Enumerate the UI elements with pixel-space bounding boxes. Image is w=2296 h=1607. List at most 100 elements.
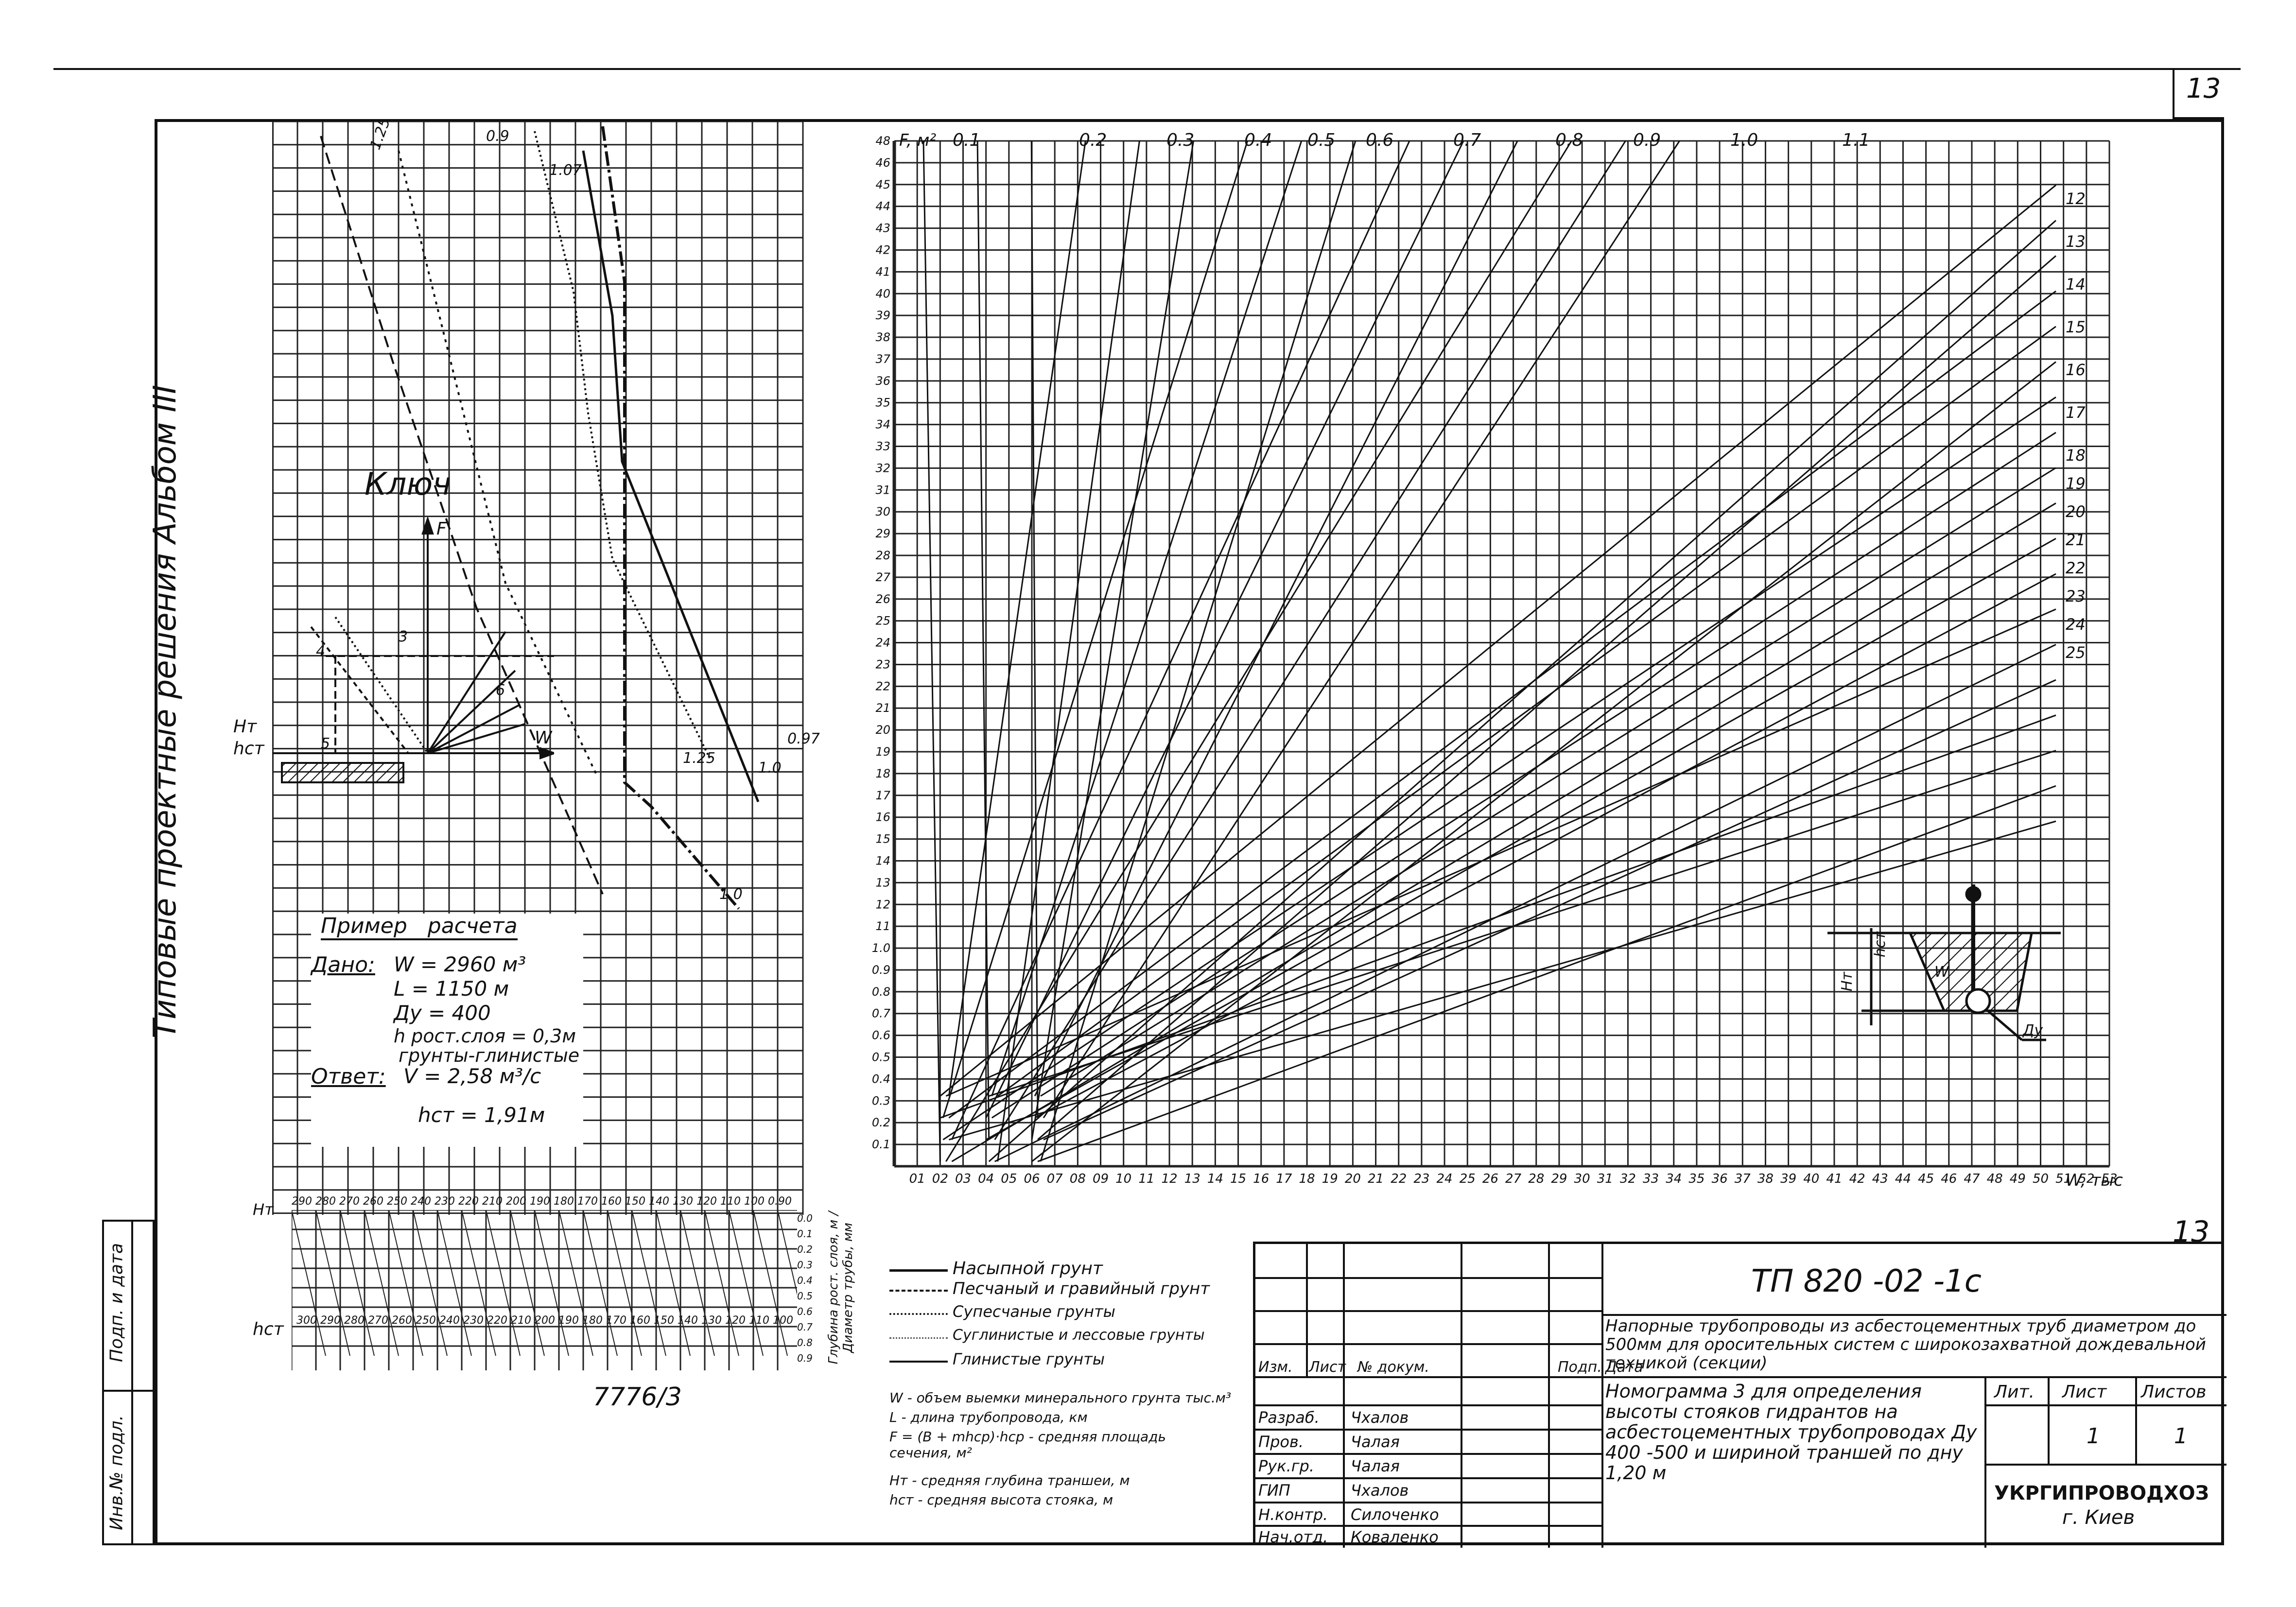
- ray-right-label: 20: [2066, 502, 2086, 521]
- ray-top-label: 0.3: [1166, 130, 1194, 150]
- x-tick: 08: [1070, 1172, 1086, 1186]
- y-tick: 0.2: [872, 1116, 890, 1129]
- trench-section: hст Нт W Ду: [1827, 884, 2061, 1041]
- x-tick: 46: [1941, 1172, 1957, 1186]
- x-tick: 39: [1780, 1172, 1796, 1186]
- doc-code: ТП 820 -02 -1с: [1751, 1263, 1982, 1299]
- key-label-hst: hст: [233, 739, 264, 759]
- y-tick: 31: [875, 483, 890, 497]
- x-tick: 37: [1735, 1172, 1751, 1186]
- scale-tick: 200: [535, 1314, 555, 1327]
- tb-hline: [1255, 1502, 1601, 1503]
- ray-right-label: 25: [2066, 643, 2086, 662]
- legend-row-fill: Насыпной грунт: [889, 1259, 1249, 1279]
- ray-top-label: 1.0: [1730, 130, 1758, 150]
- given-layer: h рост.слоя = 0,3м: [394, 1025, 576, 1047]
- tb-name: Чалая: [1351, 1457, 1400, 1475]
- tb-hline: [1984, 1404, 2226, 1406]
- diag-line: [437, 1210, 472, 1356]
- stamp-center: 7776/3: [593, 1382, 682, 1412]
- tb-hline: [1255, 1343, 1601, 1345]
- main-y-ticks: 0.10.20.30.40.50.60.70.80.91.01112131415…: [872, 134, 891, 1151]
- ray-right-label: 23: [2066, 587, 2086, 605]
- y-tick: 40: [875, 287, 890, 300]
- tb-hline: [1255, 1453, 1601, 1455]
- tb-name: Чхалов: [1351, 1481, 1409, 1500]
- tb-role: Нач.отд.: [1258, 1528, 1328, 1546]
- ray-line: [1040, 140, 1357, 1162]
- y-tick: 41: [875, 265, 890, 278]
- y-tick: 39: [875, 309, 890, 322]
- ray-line: [948, 140, 1086, 1096]
- diag-line: [607, 1210, 642, 1356]
- example-title: Пример расчета: [321, 914, 518, 940]
- tb-vline: [1601, 1244, 1603, 1548]
- tb-vline: [1548, 1244, 1550, 1548]
- legend-note: hст - средняя высота стояка, м: [889, 1492, 1113, 1508]
- key-mark: 3: [399, 628, 408, 645]
- y-tick: 48: [875, 134, 890, 148]
- given-dn: Ду = 400: [394, 1001, 491, 1025]
- ray-top-label: 0.6: [1366, 130, 1393, 150]
- y-tick: 18: [875, 767, 890, 780]
- y-tick: 24: [875, 636, 890, 650]
- scale-tick: 250: [387, 1195, 407, 1208]
- diag-line: [340, 1210, 375, 1356]
- x-tick: 34: [1666, 1172, 1682, 1186]
- ray-right-label: 19: [2066, 474, 2086, 493]
- main-rays: [922, 140, 2056, 1162]
- ray-right-label: 16: [2066, 361, 2086, 379]
- curve-label: 1.0: [719, 886, 743, 903]
- example-box: Пример расчета Дано: W = 2960 м³ L = 115…: [311, 914, 583, 1147]
- ray-right-label: 13: [2066, 232, 2086, 251]
- ray-right-label: 22: [2066, 559, 2086, 577]
- ray-line: [951, 502, 2056, 1162]
- page-number-box: [2173, 68, 2224, 119]
- tb-header: № докум.: [1357, 1359, 1429, 1376]
- ray-top-label: 0.1: [953, 130, 980, 150]
- tb-role: ГИП: [1258, 1481, 1290, 1500]
- ray-right-label: 17: [2066, 403, 2086, 422]
- scale-tick: 270: [339, 1195, 360, 1208]
- ray-line: [1043, 140, 1680, 1119]
- tb-role: Пров.: [1258, 1433, 1304, 1451]
- curve-loam: [534, 131, 711, 759]
- x-tick: 38: [1757, 1172, 1774, 1186]
- legend-swatch: [889, 1313, 948, 1315]
- ray-line: [945, 608, 2056, 1097]
- x-tick: 28: [1528, 1172, 1544, 1186]
- ray-top-label: 1.1: [1842, 130, 1870, 150]
- y-tick: 29: [875, 527, 890, 540]
- diag-line: [753, 1210, 788, 1356]
- x-tick: 49: [2010, 1172, 2026, 1186]
- legend-row-clay: Глинистые грунты: [889, 1350, 1249, 1369]
- x-tick: 42: [1849, 1172, 1865, 1186]
- side-scale-tick: 0.0: [797, 1212, 813, 1224]
- x-tick: 10: [1115, 1172, 1131, 1186]
- sheet-title: Номограмма 3 для определения высоты стоя…: [1605, 1381, 1977, 1484]
- ray-line: [1031, 140, 1195, 1140]
- scale-tick: 100: [744, 1195, 765, 1208]
- ray-top-label: 0.4: [1244, 130, 1272, 150]
- x-tick: 13: [1184, 1172, 1200, 1186]
- curve-label: 1.0: [758, 760, 782, 777]
- ray-line: [985, 140, 1464, 1119]
- y-tick: 28: [875, 549, 890, 562]
- row-label-ht: Нт: [253, 1200, 274, 1219]
- top-rule: [53, 68, 2241, 70]
- y-axis-label: F, м²: [899, 131, 936, 150]
- y-tick: 11: [875, 919, 890, 933]
- trench-ht: Нт: [1839, 971, 1856, 991]
- y-tick: 37: [875, 352, 890, 366]
- page-number: 13: [2186, 73, 2221, 104]
- x-tick: 19: [1322, 1172, 1338, 1186]
- tb-hline: [1255, 1310, 1601, 1312]
- scale-tick: 100: [773, 1314, 793, 1327]
- ray-line: [1043, 679, 2056, 1140]
- y-tick: 0.5: [872, 1051, 890, 1064]
- x-tick: 16: [1253, 1172, 1269, 1186]
- tb-name: Чалая: [1351, 1433, 1400, 1451]
